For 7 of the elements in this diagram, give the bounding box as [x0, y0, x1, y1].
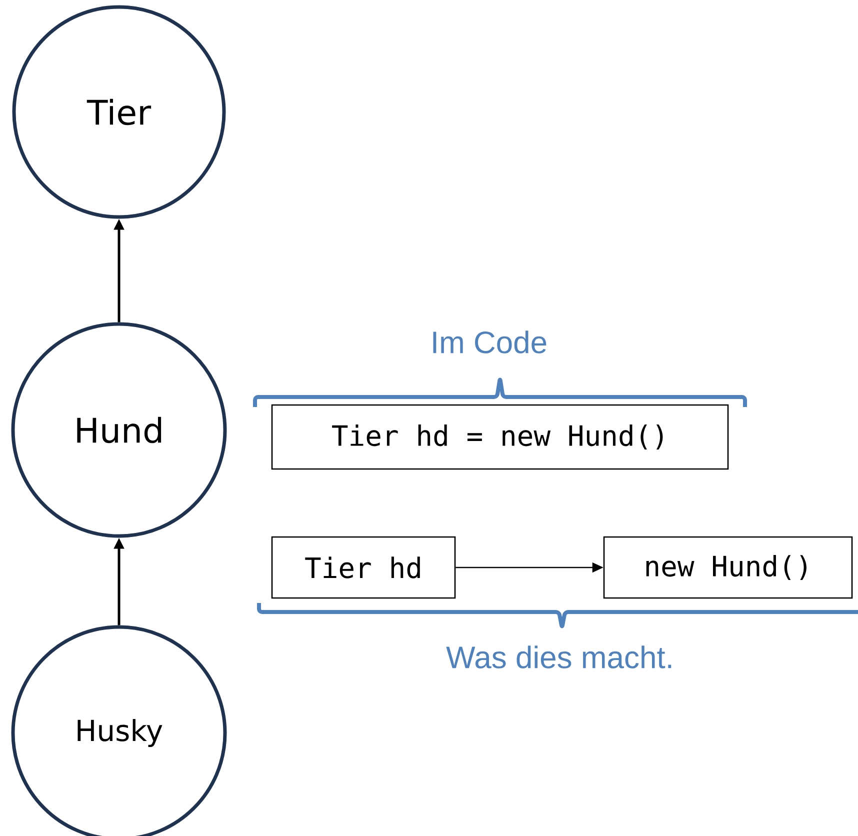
circle-node: Hund [11, 322, 227, 538]
circle-node: Tier [12, 5, 226, 219]
code-box: Tier hd [271, 536, 456, 599]
code-box: Tier hd = new Hund() [271, 404, 729, 470]
bracket-label: Was dies macht. [446, 646, 672, 668]
bracket-label: Im Code [433, 330, 546, 354]
code-box: new Hund() [603, 536, 853, 599]
